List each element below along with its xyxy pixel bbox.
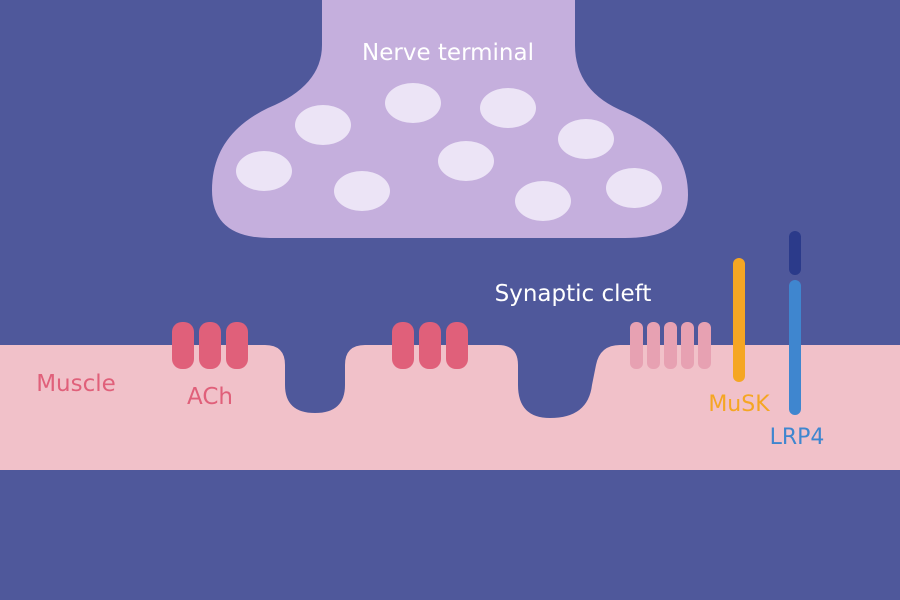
ach-receptor-faded: [630, 322, 643, 369]
vesicles: [236, 83, 662, 221]
label-muscle: Muscle: [36, 371, 116, 397]
ach-receptor: [199, 322, 221, 369]
muscle-membrane: [0, 345, 900, 470]
musk-receptor: [733, 258, 745, 382]
ach-receptor-faded: [681, 322, 694, 369]
nerve-terminal: [212, 0, 688, 238]
ach-receptor-cluster-2: [392, 322, 468, 369]
label-musk: MuSK: [708, 392, 770, 417]
ach-receptor: [392, 322, 414, 369]
label-lrp4: LRP4: [770, 425, 825, 450]
vesicle: [558, 119, 614, 159]
ach-receptor: [172, 322, 194, 369]
vesicle: [606, 168, 662, 208]
vesicle: [480, 88, 536, 128]
ach-receptor-faded: [698, 322, 711, 369]
ach-receptor-cluster-faded: [630, 322, 711, 369]
vesicle: [295, 105, 351, 145]
vesicle: [236, 151, 292, 191]
ach-receptor-cluster-1: [172, 322, 248, 369]
ach-receptor-faded: [647, 322, 660, 369]
ach-receptor-faded: [664, 322, 677, 369]
vesicle: [334, 171, 390, 211]
vesicle: [385, 83, 441, 123]
ach-receptor: [419, 322, 441, 369]
ach-receptor: [226, 322, 248, 369]
vesicle: [438, 141, 494, 181]
label-nerve-terminal: Nerve terminal: [362, 40, 534, 66]
ach-receptor: [446, 322, 468, 369]
label-synaptic-cleft: Synaptic cleft: [495, 281, 652, 307]
lrp4-receptor: [789, 280, 801, 415]
lrp4-tip: [789, 231, 801, 275]
label-ach: ACh: [187, 384, 233, 410]
vesicle: [515, 181, 571, 221]
